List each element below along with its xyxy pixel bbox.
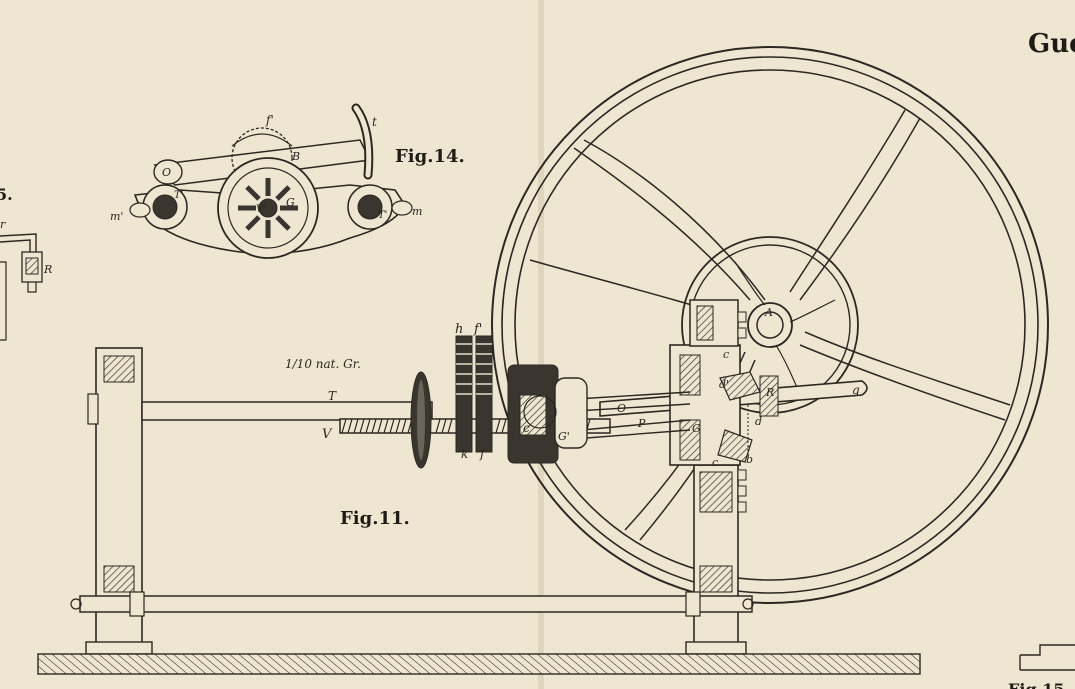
label-d1: d' bbox=[719, 378, 729, 391]
label-r: R bbox=[765, 386, 774, 399]
fig14-label-f1: f' bbox=[265, 113, 274, 127]
bearing-housing bbox=[669, 299, 779, 466]
label-f1: f' bbox=[473, 322, 482, 337]
fig-15-caption-fragment: Fig.15 bbox=[1008, 680, 1064, 689]
label-p: P bbox=[637, 417, 646, 430]
flywheel bbox=[491, 46, 1049, 604]
edge-label-r: r bbox=[0, 218, 6, 231]
label-a: A bbox=[764, 306, 773, 319]
ground bbox=[37, 653, 921, 675]
tie-rod bbox=[70, 591, 754, 617]
fig-15-fragment: Fig.15 bbox=[1008, 644, 1075, 689]
fig14-label-o: O bbox=[162, 166, 171, 179]
plate-header-fragment: Gue bbox=[1028, 29, 1075, 59]
edge-caption-fragment: 5. bbox=[0, 185, 13, 204]
label-c-top: c bbox=[723, 348, 729, 361]
hand-wheel bbox=[410, 371, 432, 469]
fig14-label-b: B bbox=[291, 150, 300, 163]
fig14-label-m-left: m' bbox=[110, 210, 123, 223]
label-c-bottom: c bbox=[712, 456, 718, 469]
fig-14: f' t B O T' V' G T' m' m Fig.14. bbox=[110, 103, 465, 259]
fig-11-labels: 1/10 nat. Gr. T V h f' k f c G' O P G A … bbox=[285, 306, 860, 469]
fig14-label-t1-right: T' bbox=[378, 210, 387, 221]
fig14-label-g: G bbox=[286, 196, 295, 209]
label-o: O bbox=[617, 402, 626, 415]
label-g-shaft: g bbox=[852, 383, 860, 397]
label-b: b bbox=[746, 453, 753, 466]
label-h: h bbox=[455, 322, 463, 337]
label-g1: G' bbox=[558, 430, 570, 443]
fig14-label-t: t bbox=[372, 115, 377, 129]
label-t: T bbox=[328, 389, 337, 403]
fig-edge-fragment: 5. r R bbox=[0, 185, 52, 341]
label-c-left: c bbox=[523, 421, 530, 435]
crosshead bbox=[507, 364, 588, 464]
fig14-label-v1: V' bbox=[256, 204, 266, 215]
scale-label: 1/10 nat. Gr. bbox=[285, 357, 361, 371]
edge-label-rr: R bbox=[43, 263, 52, 276]
upper-rod bbox=[141, 401, 433, 421]
right-column bbox=[685, 464, 747, 655]
gear-stack bbox=[455, 335, 493, 453]
fig14-label-m-right: m bbox=[412, 205, 422, 218]
fig14-label-t1-left: T' bbox=[174, 190, 183, 201]
label-g: G bbox=[692, 422, 701, 435]
fig-11-caption: Fig.11. bbox=[340, 508, 410, 529]
label-v: V bbox=[322, 427, 333, 442]
label-k: k bbox=[461, 447, 468, 461]
label-f: f bbox=[479, 447, 487, 461]
fig-14-caption: Fig.14. bbox=[395, 146, 465, 167]
fig-11: 1/10 nat. Gr. T V h f' k f c G' O P G A … bbox=[37, 46, 1049, 675]
label-d: d bbox=[755, 415, 762, 428]
